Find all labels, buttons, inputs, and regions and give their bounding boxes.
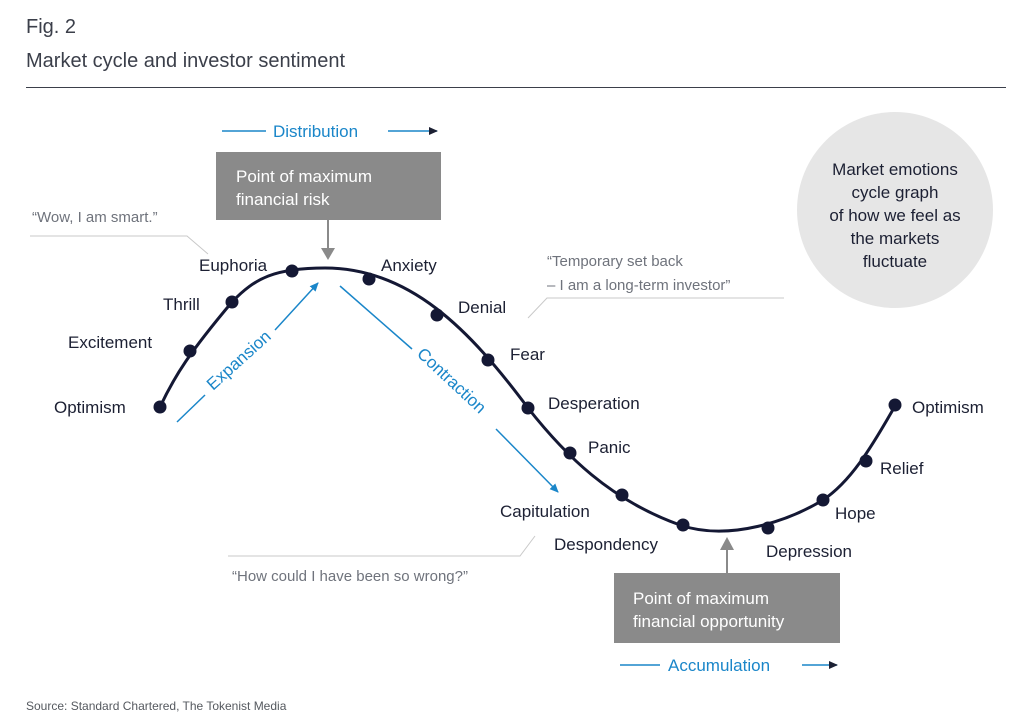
dot-optimism-end — [888, 398, 902, 412]
contraction-arrow — [495, 428, 559, 493]
max-opportunity-line2: financial opportunity — [633, 612, 785, 631]
max-risk-box — [216, 152, 441, 220]
dot-despondency — [676, 518, 690, 532]
contraction-label: Contraction — [413, 344, 490, 417]
stage-label-hope: Hope — [835, 504, 876, 523]
max-risk-line1: Point of maximum — [236, 167, 372, 186]
dot-euphoria — [285, 264, 299, 278]
dot-excitement — [183, 344, 197, 358]
market-cycle-curve — [158, 266, 897, 533]
dot-anxiety — [362, 272, 376, 286]
quote-setback-leader — [527, 297, 784, 319]
expansion-arrow — [274, 282, 319, 331]
max-risk-pointer-head — [321, 248, 335, 260]
quote-smart: “Wow, I am smart.” — [32, 209, 158, 226]
max-risk-line2: financial risk — [236, 190, 330, 209]
accumulation-label: Accumulation — [668, 656, 770, 675]
dot-thrill — [225, 295, 239, 309]
expansion-line-lower — [176, 394, 206, 423]
stage-label-excitement: Excitement — [68, 333, 152, 352]
stage-label-thrill: Thrill — [163, 295, 200, 314]
stage-label-desperation: Desperation — [548, 394, 640, 413]
contraction-line-upper — [339, 285, 413, 350]
dot-relief — [859, 454, 873, 468]
circle-note-line5: fluctuate — [863, 252, 927, 271]
stage-label-optimism-end: Optimism — [912, 398, 984, 417]
quote-smart-leader — [30, 235, 209, 255]
expansion-label: Expansion — [203, 327, 275, 394]
max-opportunity-line1: Point of maximum — [633, 589, 769, 608]
dot-fear — [481, 353, 495, 367]
stage-label-relief: Relief — [880, 459, 924, 478]
emotions-note-circle — [797, 112, 993, 308]
title-divider — [26, 87, 1006, 88]
stage-label-fear: Fear — [510, 345, 545, 364]
quote-setback-line1: “Temporary set back — [547, 253, 683, 270]
figure-title: Market cycle and investor sentiment — [26, 50, 346, 72]
stage-label-anxiety: Anxiety — [381, 256, 437, 275]
dot-hope — [816, 493, 830, 507]
stage-label-capitulation: Capitulation — [500, 502, 590, 521]
dot-depression — [761, 521, 775, 535]
dot-desperation — [521, 401, 535, 415]
stage-label-denial: Denial — [458, 298, 506, 317]
stage-label-despondency: Despondency — [554, 535, 658, 554]
quote-wrong-leader — [228, 535, 536, 557]
stage-label-depression: Depression — [766, 542, 852, 561]
quote-wrong: “How could I have been so wrong?” — [232, 568, 468, 585]
max-opportunity-box — [614, 573, 840, 643]
circle-note-line2: cycle graph — [852, 183, 939, 202]
dot-capitulation — [615, 488, 629, 502]
dot-optimism-start — [153, 400, 167, 414]
distribution-label: Distribution — [273, 122, 358, 141]
circle-note-line3: of how we feel as — [829, 206, 960, 225]
quote-setback-line2: – I am a long-term investor” — [547, 277, 730, 294]
dot-panic — [563, 446, 577, 460]
figure-number: Fig. 2 — [26, 16, 77, 38]
max-opportunity-pointer-head — [720, 537, 734, 550]
stage-label-euphoria: Euphoria — [199, 256, 268, 275]
circle-note-line1: Market emotions — [832, 160, 958, 179]
circle-note-line4: the markets — [851, 229, 940, 248]
stage-label-panic: Panic — [588, 438, 631, 457]
source-note: Source: Standard Chartered, The Tokenist… — [26, 699, 287, 713]
stage-label-optimism-start: Optimism — [54, 398, 126, 417]
dot-denial — [430, 308, 444, 322]
